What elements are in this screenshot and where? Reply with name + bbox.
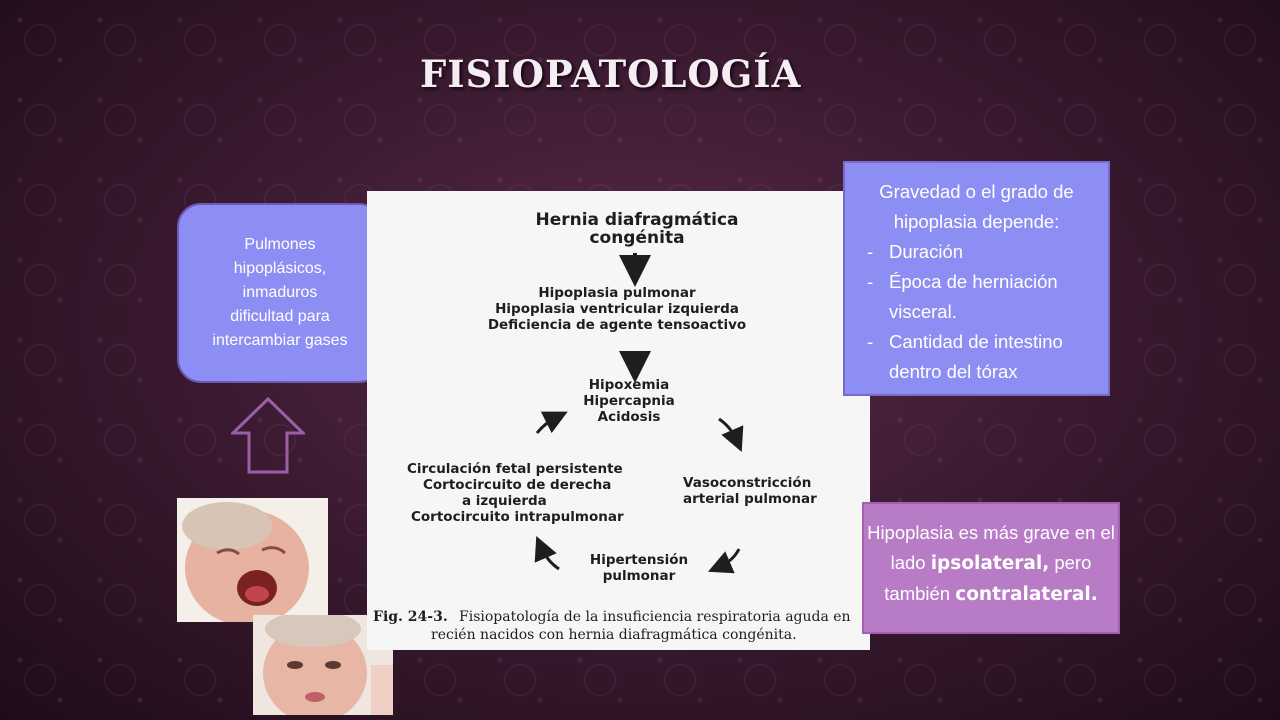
lungs-line: hipoplásicos,	[233, 260, 327, 277]
pathophysiology-figure: Hernia diafragmática congénita Hipoplasi…	[367, 191, 870, 650]
list-item-text: Época de herniación visceral.	[889, 271, 1058, 322]
figure-left-block-line: Cortocircuito intrapulmonar	[411, 509, 624, 525]
list-dash: -	[867, 241, 874, 262]
figure-right-block-line: Vasoconstricción	[683, 475, 811, 491]
figure-right-block-line: arterial pulmonar	[683, 491, 817, 507]
list-dash: -	[867, 271, 874, 292]
note-text: pero también	[884, 552, 1092, 604]
list-dash: -	[867, 331, 874, 352]
figure-bottom-block-line: Hipertensión	[590, 552, 688, 568]
newborn-crying-photo	[177, 498, 328, 622]
cycle-arrow-icon	[718, 417, 744, 453]
up-arrow-outline-icon	[231, 397, 305, 474]
cycle-arrow-icon	[534, 535, 560, 571]
figure-bottom-block-line: pulmonar	[603, 568, 676, 584]
figure-block2-line: Hipoplasia ventricular izquierda	[495, 301, 739, 317]
severity-intro-line: Gravedad o el grado de	[879, 181, 1074, 202]
figure-block3-line: Hipercapnia	[583, 393, 675, 409]
note-text: Hipoplasia es más grave en el lado	[867, 522, 1115, 573]
note-bold-text: contralateral.	[955, 584, 1098, 605]
figure-caption-line2: recién nacidos con hernia diafragmática …	[431, 627, 797, 643]
severity-intro-line: hipoplasia depende:	[893, 211, 1060, 232]
figure-left-block-line: Circulación fetal persistente	[407, 461, 623, 477]
figure-block2-line: Hipoplasia pulmonar	[538, 285, 696, 301]
figure-top-title-line1: Hernia diafragmática	[535, 210, 738, 230]
severity-list-item: - Cantidad de intestino dentro del tórax	[845, 327, 1108, 387]
figure-block3-line: Acidosis	[598, 409, 661, 425]
pathophysiology-diagram: Hernia diafragmática congénita Hipoplasi…	[373, 210, 851, 643]
figure-top-title-line2: congénita	[589, 228, 684, 248]
newborn-face-photo	[253, 615, 393, 715]
figure-caption-label: Fig. 24-3.	[373, 609, 448, 625]
figure-caption-line1: Fisiopatología de la insuficiencia respi…	[459, 609, 851, 625]
hypoplasia-note-box: Hipoplasia es más grave en el lado ipsol…	[862, 502, 1120, 634]
list-item-text: Cantidad de intestino dentro del tórax	[889, 331, 1063, 382]
figure-left-block-line: Cortocircuito de derecha	[423, 477, 611, 493]
cycle-arrow-icon	[707, 548, 741, 574]
lungs-line: Pulmones	[244, 236, 316, 253]
severity-list-item: - Época de herniación visceral.	[845, 267, 1108, 327]
slide-title: FISIOPATOLOGÍA	[420, 52, 802, 96]
cycle-arrow-icon	[535, 411, 568, 434]
figure-left-block-line: a izquierda	[462, 493, 547, 509]
lungs-line: inmaduros	[242, 284, 318, 301]
lungs-line: intercambiar gases	[212, 332, 348, 349]
note-bold-text: ipsolateral,	[930, 553, 1050, 574]
figure-block3-line: Hipoxemia	[589, 377, 670, 393]
severity-list-item: - Duración	[845, 237, 1108, 267]
figure-block2-line: Deficiencia de agente tensoactivo	[488, 317, 746, 333]
lungs-line: dificultad para	[230, 308, 330, 325]
lungs-info-box: Pulmones hipoplásicos, inmaduros dificul…	[177, 203, 383, 383]
list-item-text: Duración	[889, 241, 964, 262]
severity-info-box: Gravedad o el grado de hipoplasia depend…	[843, 161, 1110, 396]
